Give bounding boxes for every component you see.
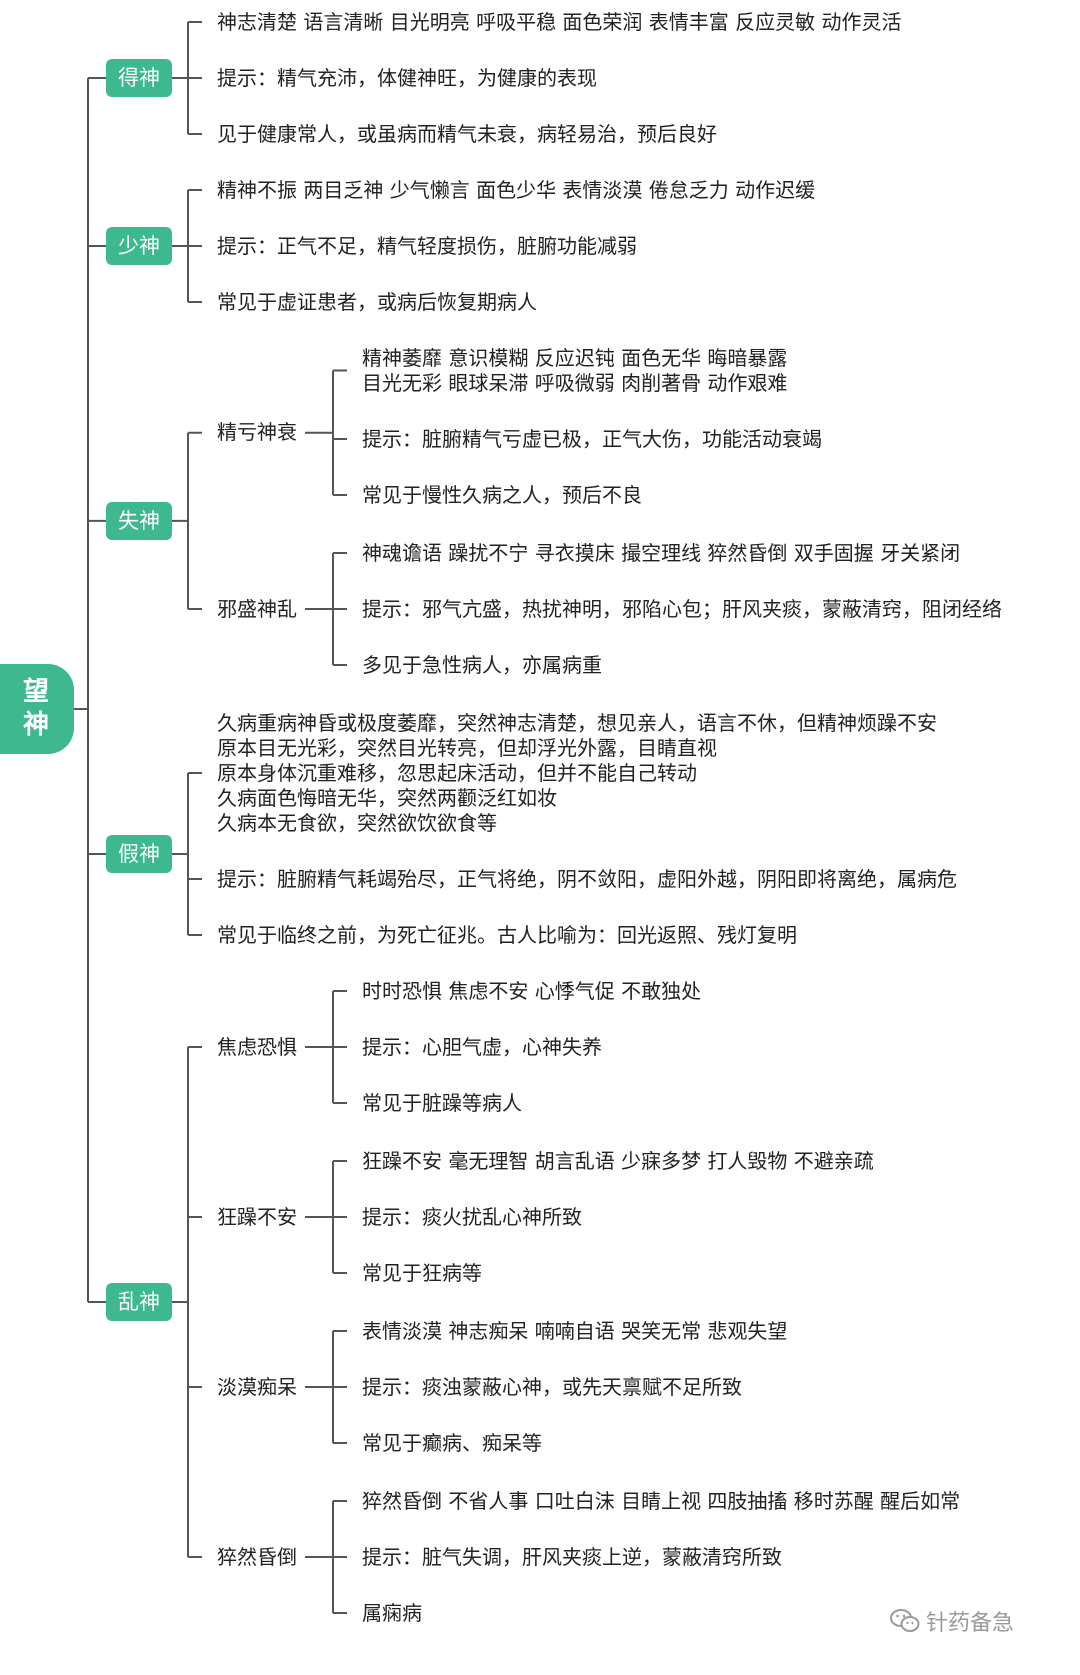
node-text-line: 提示：精气充沛，体健神旺，为健康的表现	[217, 65, 597, 90]
leaf-node: 见于健康常人，或虽病而精气未衰，病轻易治，预后良好	[217, 122, 717, 147]
subcategory-node: 焦虑恐惧	[217, 1035, 297, 1060]
leaf-node: 神志清楚 语言清晰 目光明亮 呼吸平稳 面色荣润 表情丰富 反应灵敏 动作灵活	[217, 10, 902, 35]
leaf-node: 猝然昏倒 不省人事 口吐白沫 目睛上视 四肢抽搐 移时苏醒 醒后如常	[362, 1489, 960, 1514]
leaf-node: 常见于狂病等	[362, 1261, 482, 1286]
leaf-node: 常见于临终之前，为死亡征兆。古人比喻为：回光返照、残灯复明	[217, 923, 797, 948]
node-text-line: 提示：痰火扰乱心神所致	[362, 1204, 582, 1229]
node-text-line: 久病面色悔暗无华，突然两颧泛红如妆	[217, 785, 557, 810]
node-text-line: 常见于慢性久病之人，预后不良	[362, 482, 642, 507]
watermark-text: 针药备急	[926, 1611, 1015, 1636]
leaf-node: 属痫病	[362, 1601, 422, 1626]
leaf-node: 提示：脏腑精气耗竭殆尽，正气将绝，阴不敛阳，虚阳外越，阴阳即将离绝，属病危	[217, 867, 957, 892]
node-text-line: 焦虑恐惧	[217, 1034, 297, 1059]
subcategory-node: 精亏神衰	[217, 420, 297, 445]
node-text-line: 提示：脏腑精气亏虚已极，正气大伤，功能活动衰竭	[362, 426, 822, 451]
root-label: 望神	[22, 677, 51, 740]
leaf-node: 提示：脏腑精气亏虚已极，正气大伤，功能活动衰竭	[362, 427, 822, 452]
node-text-line: 时时恐惧 焦虑不安 心悸气促 不敢独处	[362, 978, 702, 1003]
node-text-line: 猝然昏倒	[217, 1544, 297, 1569]
node-text-line: 提示：脏气失调，肝风夹痰上逆，蒙蔽清窍所致	[362, 1544, 782, 1569]
node-text-line: 精神萎靡 意识模糊 反应迟钝 面色无华 晦暗暴露	[362, 345, 788, 370]
leaf-node: 时时恐惧 焦虑不安 心悸气促 不敢独处	[362, 979, 701, 1004]
node-text-line: 久病重病神昏或极度萎靡，突然神志清楚，想见亲人，语言不休，但精神烦躁不安	[217, 710, 937, 735]
leaf-node: 提示：心胆气虚，心神失养	[362, 1035, 602, 1060]
node-text-line: 淡漠痴呆	[217, 1374, 297, 1399]
node-text-line: 常见于狂病等	[362, 1260, 482, 1285]
leaf-node: 提示：脏气失调，肝风夹痰上逆，蒙蔽清窍所致	[362, 1545, 782, 1570]
leaf-node: 久病重病神昏或极度萎靡，突然神志清楚，想见亲人，语言不休，但精神烦躁不安原本目无…	[217, 711, 937, 836]
wechat-icon	[890, 1609, 920, 1632]
subcategory-node: 淡漠痴呆	[217, 1375, 297, 1400]
leaf-node: 表情淡漠 神志痴呆 喃喃自语 哭笑无常 悲观失望	[362, 1319, 787, 1344]
leaf-node: 多见于急性病人，亦属病重	[362, 653, 602, 678]
category-node: 失神	[106, 501, 172, 540]
node-text-line: 神志清楚 语言清晰 目光明亮 呼吸平稳 面色荣润 表情丰富 反应灵敏 动作灵活	[217, 9, 902, 34]
category-node: 得神	[106, 59, 172, 97]
node-text-line: 提示：心胆气虚，心神失养	[362, 1034, 602, 1059]
node-text-line: 提示：邪气亢盛，热扰神明，邪陷心包；肝风夹痰，蒙蔽清窍，阻闭经络	[362, 596, 1002, 621]
node-text-line: 多见于急性病人，亦属病重	[362, 652, 602, 677]
leaf-node: 精神萎靡 意识模糊 反应迟钝 面色无华 晦暗暴露目光无彩 眼球呆滞 呼吸微弱 肉…	[362, 346, 787, 396]
leaf-node: 常见于虚证患者，或病后恢复期病人	[217, 290, 537, 315]
node-text-line: 常见于癫病、痴呆等	[362, 1430, 542, 1455]
node-text-line: 狂躁不安	[217, 1204, 297, 1229]
root-node: 望神	[0, 664, 74, 754]
leaf-node: 常见于慢性久病之人，预后不良	[362, 483, 642, 508]
node-text-line: 提示：正气不足，精气轻度损伤，脏腑功能减弱	[217, 233, 637, 258]
leaf-node: 提示：邪气亢盛，热扰神明，邪陷心包；肝风夹痰，蒙蔽清窍，阻闭经络	[362, 597, 1002, 622]
category-node: 假神	[106, 835, 172, 873]
leaf-node: 提示：精气充沛，体健神旺，为健康的表现	[217, 66, 597, 91]
leaf-node: 神魂谵语 躁扰不宁 寻衣摸床 撮空理线 猝然昏倒 双手固握 牙关紧闭	[362, 541, 960, 566]
node-text-line: 邪盛神乱	[217, 596, 297, 621]
node-text-line: 表情淡漠 神志痴呆 喃喃自语 哭笑无常 悲观失望	[362, 1318, 788, 1343]
leaf-node: 提示：痰火扰乱心神所致	[362, 1205, 582, 1230]
subcategory-node: 狂躁不安	[217, 1205, 297, 1230]
leaf-node: 狂躁不安 毫无理智 胡言乱语 少寐多梦 打人毁物 不避亲疏	[362, 1149, 874, 1174]
node-text-line: 常见于临终之前，为死亡征兆。古人比喻为：回光返照、残灯复明	[217, 922, 797, 947]
node-text-line: 目光无彩 眼球呆滞 呼吸微弱 肉削著骨 动作艰难	[362, 370, 788, 395]
node-text-line: 提示：脏腑精气耗竭殆尽，正气将绝，阴不敛阳，虚阳外越，阴阳即将离绝，属病危	[217, 866, 957, 891]
watermark: 针药备急	[890, 1605, 1014, 1637]
leaf-node: 常见于脏躁等病人	[362, 1091, 522, 1116]
node-text-line: 原本身体沉重难移，忽思起床活动，但并不能自己转动	[217, 760, 697, 785]
subcategory-node: 邪盛神乱	[217, 597, 297, 622]
leaf-node: 常见于癫病、痴呆等	[362, 1431, 542, 1456]
node-text-line: 精亏神衰	[217, 420, 297, 445]
subcategory-node: 猝然昏倒	[217, 1545, 297, 1570]
node-text-line: 精神不振 两目乏神 少气懒言 面色少华 表情淡漠 倦怠乏力 动作迟缓	[217, 177, 816, 202]
node-text-line: 常见于虚证患者，或病后恢复期病人	[217, 289, 537, 314]
leaf-node: 精神不振 两目乏神 少气懒言 面色少华 表情淡漠 倦怠乏力 动作迟缓	[217, 178, 815, 203]
node-text-line: 常见于脏躁等病人	[362, 1090, 522, 1115]
node-text-line: 神魂谵语 躁扰不宁 寻衣摸床 撮空理线 猝然昏倒 双手固握 牙关紧闭	[362, 540, 961, 565]
category-node: 少神	[106, 227, 172, 265]
node-text-line: 提示：痰浊蒙蔽心神，或先天禀赋不足所致	[362, 1374, 742, 1399]
node-text-line: 狂躁不安 毫无理智 胡言乱语 少寐多梦 打人毁物 不避亲疏	[362, 1148, 874, 1173]
node-text-line: 猝然昏倒 不省人事 口吐白沫 目睛上视 四肢抽搐 移时苏醒 醒后如常	[362, 1488, 961, 1513]
node-text-line: 原本目无光彩，突然目光转亮，但却浮光外露，目睛直视	[217, 735, 717, 760]
node-text-line: 见于健康常人，或虽病而精气未衰，病轻易治，预后良好	[217, 121, 717, 146]
category-node: 乱神	[106, 1283, 172, 1321]
leaf-node: 提示：正气不足，精气轻度损伤，脏腑功能减弱	[217, 234, 637, 259]
leaf-node: 提示：痰浊蒙蔽心神，或先天禀赋不足所致	[362, 1375, 742, 1400]
node-text-line: 久病本无食欲，突然欲饮欲食等	[217, 810, 497, 835]
node-text-line: 属痫病	[362, 1600, 422, 1625]
